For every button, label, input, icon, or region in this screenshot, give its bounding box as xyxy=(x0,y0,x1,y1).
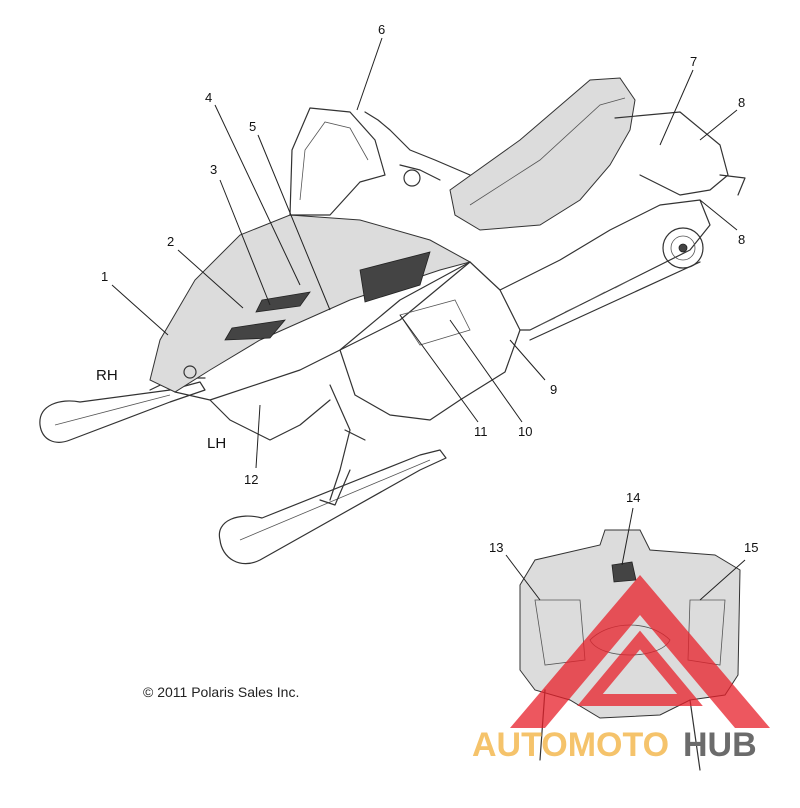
callout-2: 2 xyxy=(167,234,174,249)
watermark-triangle-icon xyxy=(510,575,770,728)
left-ski xyxy=(218,449,447,565)
rear-bumper xyxy=(614,111,729,196)
callout-11: 11 xyxy=(474,424,488,439)
callout-6: 6 xyxy=(378,22,385,37)
callout-14: 14 xyxy=(626,490,640,505)
watermark-text-2: HUB xyxy=(683,726,757,764)
callout-7: 7 xyxy=(690,54,697,69)
seat xyxy=(449,77,636,231)
callout-10: 10 xyxy=(518,424,532,439)
copyright-text: © 2011 Polaris Sales Inc. xyxy=(143,684,299,700)
callout-1: 1 xyxy=(101,269,108,284)
rh-label: RH xyxy=(96,367,118,384)
callout-labels: 1 2 3 4 5 6 7 8 8 9 10 11 12 13 14 15 xyxy=(101,22,758,555)
callout-5: 5 xyxy=(249,119,256,134)
watermark-text-1: AUTOMOTO xyxy=(472,726,669,764)
rear-idler-wheel xyxy=(662,227,704,269)
callout-8-lower: 8 xyxy=(738,232,745,247)
callout-4: 4 xyxy=(205,90,212,105)
callout-12: 12 xyxy=(244,472,258,487)
lh-label: LH xyxy=(207,435,226,452)
right-ski xyxy=(39,381,206,443)
callout-8-upper: 8 xyxy=(738,95,745,110)
watermark-logo xyxy=(510,575,770,728)
callout-3: 3 xyxy=(210,162,217,177)
leader-lines xyxy=(111,37,746,601)
callout-13: 13 xyxy=(489,540,503,555)
side-panel xyxy=(339,261,521,421)
tunnel xyxy=(499,199,711,331)
snowmobile-main-view xyxy=(39,77,746,565)
windshield xyxy=(289,107,386,216)
callout-15: 15 xyxy=(744,540,758,555)
callout-9: 9 xyxy=(550,382,557,397)
